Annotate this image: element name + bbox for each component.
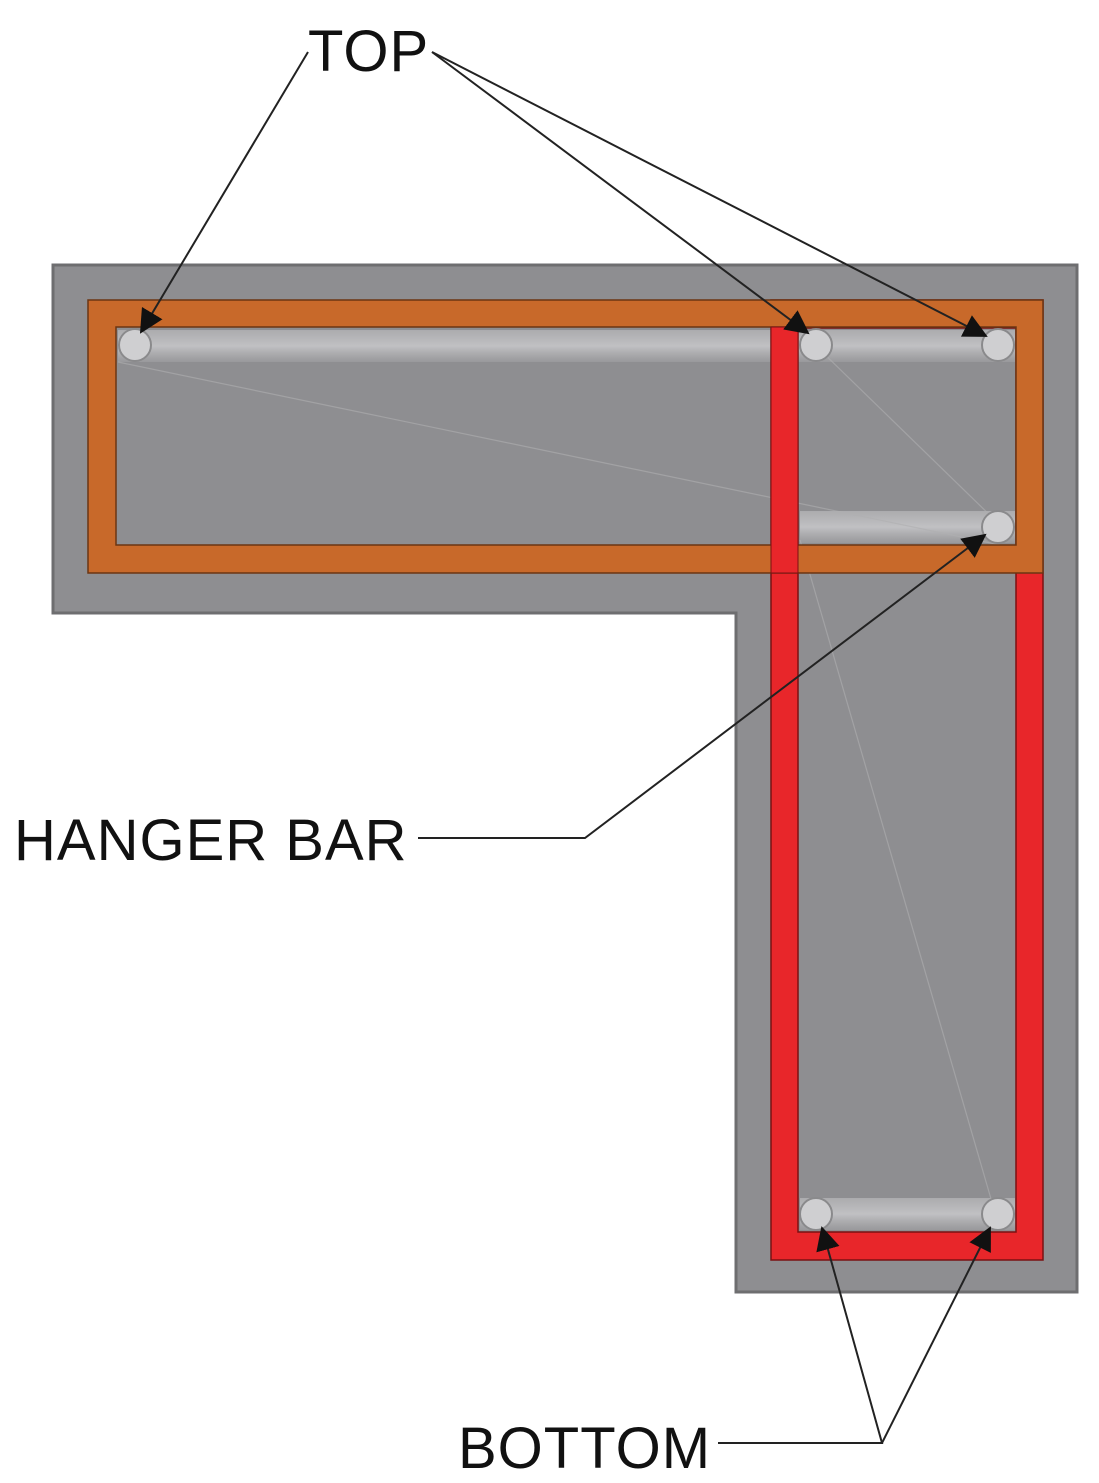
hanger-bar-leader <box>418 533 987 839</box>
hanger-bar-label: HANGER BAR <box>14 808 408 873</box>
flange-stirrup <box>87 299 1044 574</box>
top-bar-strip <box>118 330 1015 362</box>
bar-strips <box>117 330 1015 1231</box>
leader-lines <box>139 51 991 1444</box>
top-bar-right <box>981 328 1015 362</box>
top-bar-middle <box>799 328 833 362</box>
top-leader-right <box>431 51 988 337</box>
concrete-section <box>51 263 1079 1294</box>
top-label: TOP <box>308 19 429 84</box>
rebars <box>118 328 1015 1231</box>
bottom-bar-strip <box>800 1198 1015 1230</box>
bottom-leader-right <box>881 1226 991 1444</box>
top-leader-left <box>139 51 309 334</box>
flange-stirrup-frame <box>87 299 1044 574</box>
faint-line-1 <box>117 361 1001 546</box>
faint-line-3 <box>814 344 1001 526</box>
top-leader-middle <box>431 51 810 335</box>
bottom-label: BOTTOM <box>458 1416 711 1481</box>
bottom-bar-right <box>981 1197 1015 1231</box>
top-bar-left <box>118 328 152 362</box>
bottom-bar-left <box>799 1197 833 1231</box>
faint-line-2 <box>799 539 1001 1231</box>
hanger-bar <box>981 510 1015 544</box>
concrete-l-shape <box>51 263 1079 1294</box>
web-stirrup-left-leg-overlap <box>770 326 799 574</box>
